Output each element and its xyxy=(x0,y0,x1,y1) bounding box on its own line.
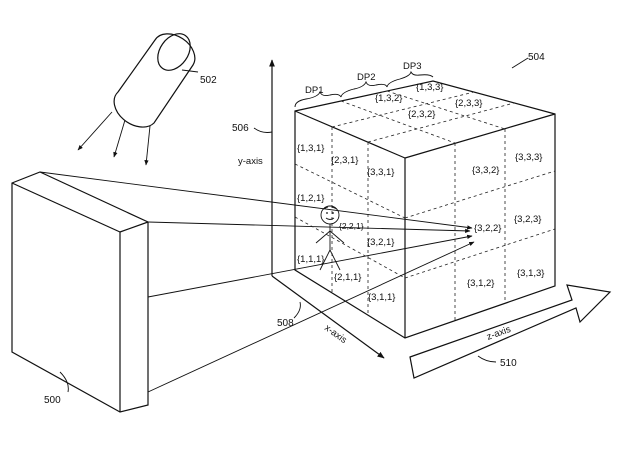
voxel-label: {3,3,1} xyxy=(367,167,394,178)
leader-line xyxy=(477,355,497,363)
leader-line xyxy=(511,57,529,69)
voxel-cube xyxy=(294,80,556,339)
z-axis-label: z-axis xyxy=(485,324,512,343)
light-ray xyxy=(144,125,151,166)
depth-plane-label: DP3 xyxy=(403,61,421,72)
depth-plane-label: DP1 xyxy=(305,85,323,96)
leader-line xyxy=(293,301,301,319)
voxel-label: {3,1,3} xyxy=(517,268,544,279)
ref-500: 500 xyxy=(44,395,61,406)
voxel-label: {1,3,1} xyxy=(297,143,324,154)
display-screen xyxy=(11,171,149,413)
voxel-label: {1,3,3} xyxy=(416,82,443,93)
light-path xyxy=(147,221,471,234)
voxel-label: {2,3,1} xyxy=(331,155,358,166)
light-path xyxy=(147,241,475,393)
voxel-label: {1,1,1} xyxy=(297,254,324,265)
voxel-label: {3,2,2} xyxy=(474,223,501,234)
voxel-label: {1,3,2} xyxy=(375,93,402,104)
leader-line xyxy=(59,371,69,393)
ref-508: 508 xyxy=(277,318,294,329)
leader-line xyxy=(253,127,273,133)
light-path xyxy=(39,171,473,230)
ref-504: 504 xyxy=(528,52,545,63)
z-axis-arrow xyxy=(409,284,612,379)
light-ray xyxy=(77,111,113,151)
voxel-label: {3,2,3} xyxy=(514,214,541,225)
x-axis-label: x-axis xyxy=(322,323,349,347)
voxel-label: {2,3,3} xyxy=(455,98,482,109)
voxel-label: {3,3,3} xyxy=(515,152,542,163)
x-axis-line xyxy=(271,275,385,359)
voxel-label: {3,2,1} xyxy=(367,237,394,248)
light-ray xyxy=(113,119,126,158)
ref-506: 506 xyxy=(232,123,249,134)
camera-icon xyxy=(77,33,196,166)
voxel-label: {1,2,1} xyxy=(297,193,324,204)
person-figure xyxy=(315,205,345,271)
voxel-label: {3,1,2} xyxy=(467,278,494,289)
light-path xyxy=(147,234,473,298)
voxel-label: {2,3,2} xyxy=(408,109,435,120)
voxel-label: {3,3,2} xyxy=(472,165,499,176)
ref-510: 510 xyxy=(500,358,517,369)
ref-502: 502 xyxy=(200,75,217,86)
leader-line xyxy=(181,69,199,73)
depth-plane-label: DP2 xyxy=(357,72,375,83)
voxel-label: {2,1,1} xyxy=(334,272,361,283)
depth-plane-braces xyxy=(294,70,434,108)
voxel-label: {3,1,1} xyxy=(368,292,395,303)
voxel-label: {2,2,1} xyxy=(339,221,364,231)
y-axis-label: y-axis xyxy=(238,156,263,167)
